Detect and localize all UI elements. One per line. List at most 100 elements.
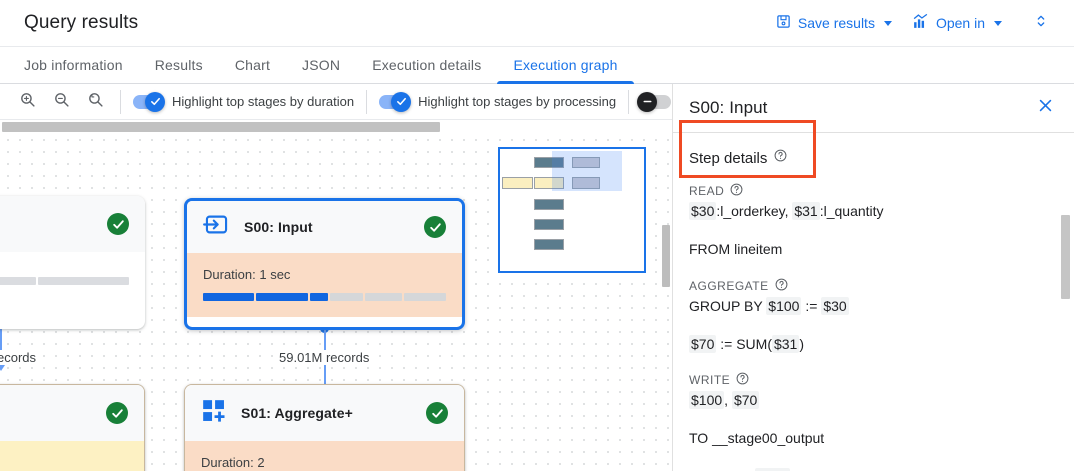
- graph-node-s01-aggregate[interactable]: S01: Aggregate+ Duration: 2: [184, 384, 465, 471]
- minimap-node: [534, 199, 564, 210]
- zoom-reset-icon: [87, 91, 104, 113]
- node-header: [0, 385, 144, 441]
- toggle-highlight-processing-label: Highlight top stages by processing: [418, 94, 617, 109]
- edge-arrow: [0, 362, 7, 371]
- chevron-down-icon: [994, 20, 1002, 26]
- edge-label: 59.01M records: [274, 350, 375, 365]
- minimap[interactable]: [498, 147, 646, 273]
- zoom-in-icon: [19, 91, 36, 113]
- execution-graph-canvas[interactable]: ecords 59.01M records: [0, 120, 672, 471]
- node-title: S01: Aggregate+: [241, 405, 353, 421]
- toggle-knob: [637, 91, 658, 112]
- progress-segment: [330, 293, 363, 301]
- status-success-icon: [107, 213, 129, 235]
- progress-segment: [364, 293, 403, 301]
- panel-divider: [673, 132, 1074, 133]
- progress-segment: [0, 277, 36, 285]
- step-details-panel: S00: Input Step details: [672, 84, 1074, 471]
- save-results-icon: [776, 14, 791, 32]
- detail-key-write: WRITE: [689, 372, 1056, 388]
- graph-node-s00-input[interactable]: S00: Input Duration: 1 sec: [184, 198, 465, 330]
- zoom-reset-button[interactable]: [82, 89, 108, 115]
- tab-chart[interactable]: Chart: [234, 57, 271, 73]
- header-actions: Save results Open in: [766, 7, 1074, 39]
- progress-segment: [256, 293, 308, 301]
- step-details-list: READ $30:l_orderkey, $31:l_quantity FROM…: [673, 183, 1074, 471]
- tab-execution-graph[interactable]: Execution graph: [497, 47, 634, 84]
- edge-label: ecords: [0, 350, 42, 365]
- help-icon[interactable]: [775, 278, 788, 294]
- toggle-knob: [391, 91, 412, 112]
- detail-key-read: READ: [689, 183, 1056, 199]
- save-results-button[interactable]: Save results: [766, 8, 902, 38]
- node-body: Duration: 2: [185, 441, 464, 471]
- minimap-node: [534, 239, 564, 250]
- page-title: Query results: [24, 12, 139, 33]
- toggle-highlight-duration-label: Highlight top stages by duration: [172, 94, 355, 109]
- progress-segment: [309, 293, 329, 301]
- detail-value-from: FROM lineitem: [689, 241, 783, 258]
- zoom-in-button[interactable]: [14, 89, 40, 115]
- toggle-highlight-processing[interactable]: Highlight top stages by processing: [379, 91, 617, 112]
- node-body: Duration: 1 sec: [187, 253, 462, 317]
- minimap-node: [534, 157, 564, 168]
- graph-horizontal-scrollbar[interactable]: [0, 120, 672, 133]
- tab-bar: Job information Results Chart JSON Execu…: [0, 46, 1074, 84]
- node-duration-label: Duration: 1 sec: [203, 267, 291, 282]
- help-icon[interactable]: [774, 149, 787, 167]
- minimap-viewport[interactable]: [552, 151, 622, 191]
- toggle-switch-on[interactable]: [133, 91, 165, 112]
- detail-key-label: WRITE: [689, 373, 731, 388]
- toggle-knob: [145, 91, 165, 112]
- tab-results[interactable]: Results: [154, 57, 203, 73]
- toolbar-divider: [628, 89, 630, 114]
- save-results-label: Save results: [797, 15, 875, 31]
- minimap-node: [534, 177, 564, 189]
- expand-collapse-button[interactable]: [1026, 8, 1056, 38]
- progress-segment: [203, 293, 255, 301]
- help-icon[interactable]: [730, 183, 743, 199]
- open-in-button[interactable]: Open in: [902, 7, 1012, 39]
- zoom-out-button[interactable]: [48, 89, 74, 115]
- graph-toolbar: Highlight top stages by duration Highlig…: [0, 84, 672, 120]
- node-body: [0, 252, 145, 301]
- edge-line: [0, 320, 2, 364]
- chevron-down-icon: [883, 20, 892, 26]
- toggle-third[interactable]: [637, 91, 672, 112]
- minimap-node: [572, 177, 600, 189]
- close-icon: [1037, 97, 1054, 119]
- tab-json[interactable]: JSON: [302, 57, 341, 73]
- close-button[interactable]: [1030, 93, 1060, 123]
- minimap-node: [502, 177, 533, 189]
- detail-value-aggregate: GROUP BY $100 := $30: [689, 296, 849, 315]
- graph-node-partial-bottom[interactable]: [0, 384, 145, 471]
- node-header: S01: Aggregate+: [185, 385, 464, 441]
- step-details-heading: Step details: [673, 133, 1074, 183]
- graph-vertical-scrollbar-thumb[interactable]: [662, 225, 670, 287]
- toggle-highlight-duration[interactable]: Highlight top stages by duration: [133, 91, 355, 112]
- progress-segment: [37, 277, 129, 285]
- toolbar-divider: [120, 89, 121, 114]
- detail-key-aggregate: AGGREGATE: [689, 278, 1056, 294]
- app-header: Query results Save results: [0, 0, 1074, 46]
- input-arrow-icon: [203, 211, 230, 243]
- minimap-node: [534, 219, 564, 230]
- graph-node-partial-top[interactable]: [0, 196, 145, 329]
- detail-value-sum: $70 := SUM($31): [689, 334, 805, 353]
- node-progress-bar: [0, 277, 129, 285]
- node-title: S00: Input: [244, 219, 313, 235]
- progress-segment: [404, 293, 447, 301]
- tab-job-information[interactable]: Job information: [24, 57, 123, 73]
- toggle-switch-on[interactable]: [379, 91, 412, 112]
- status-success-icon: [106, 402, 128, 424]
- tab-execution-details[interactable]: Execution details: [372, 57, 482, 73]
- panel-header: S00: Input: [673, 84, 1074, 132]
- help-icon[interactable]: [736, 372, 749, 388]
- toggle-switch-off[interactable]: [637, 91, 672, 112]
- status-success-icon: [426, 402, 448, 424]
- toolbar-divider: [366, 89, 368, 114]
- chart-icon: [912, 13, 929, 33]
- node-progress-bar: [203, 293, 447, 301]
- graph-horizontal-scrollbar-thumb[interactable]: [2, 122, 440, 132]
- panel-vertical-scrollbar-thumb[interactable]: [1061, 215, 1070, 299]
